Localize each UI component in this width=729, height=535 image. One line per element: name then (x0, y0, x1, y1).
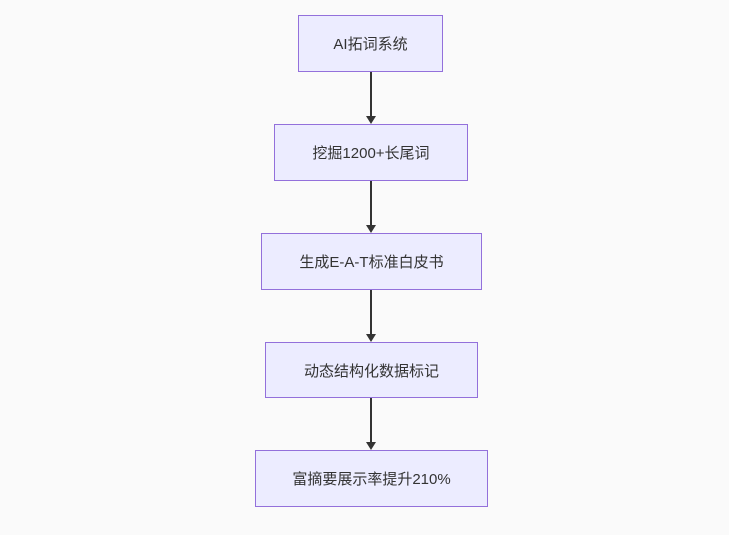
node-label: 生成E-A-T标准白皮书 (299, 254, 444, 271)
flowchart-arrow-1 (366, 72, 376, 124)
arrow-head-icon (366, 334, 376, 342)
flowchart-node-ai-word-system: AI拓词系统 (298, 15, 443, 72)
flowchart-node-eat-whitepaper: 生成E-A-T标准白皮书 (261, 233, 482, 290)
arrow-line (370, 72, 372, 116)
flowchart-node-longtail-mining: 挖掘1200+长尾词 (274, 124, 468, 181)
arrow-head-icon (366, 225, 376, 233)
flowchart-arrow-2 (366, 181, 376, 233)
flowchart-node-rich-snippet-result: 富摘要展示率提升210% (255, 450, 488, 507)
arrow-line (370, 290, 372, 334)
node-label: 富摘要展示率提升210% (292, 471, 451, 488)
arrow-head-icon (366, 442, 376, 450)
flowchart-arrow-3 (366, 290, 376, 342)
flowchart-arrow-4 (366, 398, 376, 450)
node-label: 动态结构化数据标记 (303, 362, 439, 380)
arrow-head-icon (366, 116, 376, 124)
arrow-line (370, 398, 372, 442)
node-label: AI拓词系统 (333, 36, 408, 53)
node-label: 挖掘1200+长尾词 (312, 145, 430, 162)
arrow-line (370, 181, 372, 225)
flowchart-node-structured-data: 动态结构化数据标记 (265, 342, 478, 398)
